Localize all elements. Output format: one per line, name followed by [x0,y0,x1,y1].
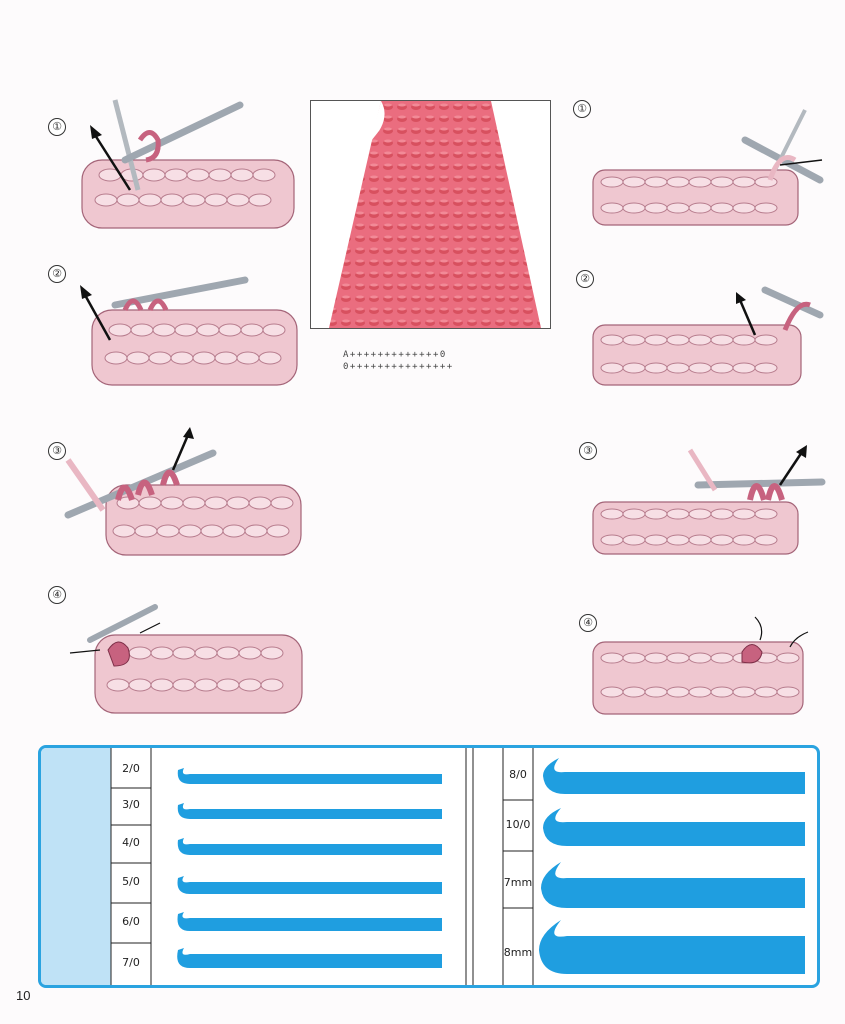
right-step-3-number: ③ [579,442,597,460]
hook-size-label: 8/0 [509,768,527,781]
left-step-3-number: ③ [48,442,66,460]
left-step-2-illustration [80,276,298,386]
hook-size-chart: 2/0 3/0 4/0 5/0 6/0 7/0 8/0 10/0 7mm 8mm [38,745,820,988]
left-step-4-number: ④ [48,586,66,604]
left-step-1-illustration [81,99,295,229]
right-step-4-illustration [592,616,809,715]
left-step-4-illustration [69,604,303,714]
left-step-2-number: ② [48,265,66,283]
right-step-1-number: ① [573,100,591,118]
right-step-2-illustration [592,286,824,386]
hook-size-label: 4/0 [122,836,140,849]
left-step-3-illustration [64,427,302,556]
right-step-4-number: ④ [579,614,597,632]
hook-size-label: 7mm [503,876,533,889]
right-step-2-number: ② [576,270,594,288]
stitch-symbol-row-bottom: 0+++++++++++++++ [343,362,454,372]
hook-size-label: 7/0 [122,956,140,969]
right-step-1-illustration [592,109,824,226]
stitch-symbol-row-top: A+++++++++++++0 [343,350,447,360]
hook-size-label: 8mm [503,946,533,959]
hook-size-label: 3/0 [122,798,140,811]
hook-size-label: 6/0 [122,915,140,928]
right-step-3-illustration [592,445,826,555]
left-step-1-number: ① [48,118,66,136]
chart-side-band [41,748,111,985]
hook-size-label: 10/0 [505,818,531,831]
page-number: 10 [16,988,31,1003]
hook-size-label: 5/0 [122,875,140,888]
swatch-photo [310,100,551,329]
hook-size-label: 2/0 [122,762,140,775]
